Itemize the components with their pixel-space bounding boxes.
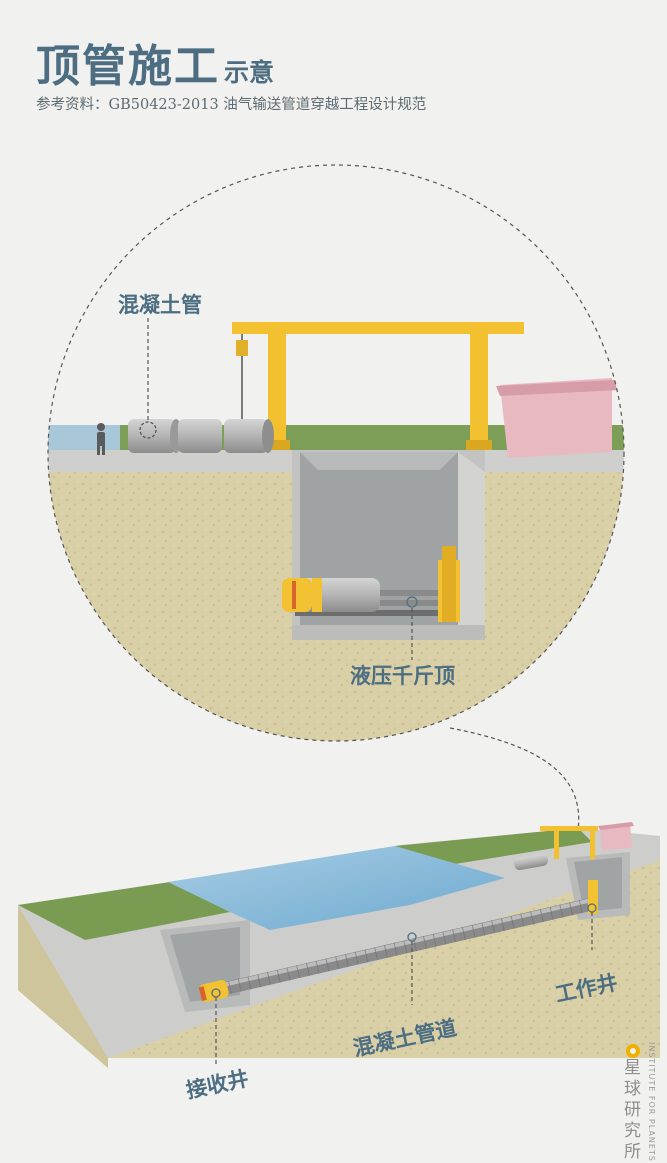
title-sub: 示意 [224, 58, 275, 87]
mini-gantry [540, 826, 598, 859]
rail [295, 610, 455, 616]
grass-right [395, 828, 592, 868]
connector-line [449, 727, 580, 831]
person-figure [97, 423, 105, 455]
page-title: 顶管施工示意 [36, 30, 274, 94]
source-reference: 参考资料：GB50423-2013 油气输送管道穿越工程设计规范 [36, 97, 427, 113]
brand-name-en: INSTITUTE FOR PLANETS [647, 1042, 656, 1162]
water-edge [48, 425, 120, 450]
label-receiving-shaft: 接收井 [184, 1066, 251, 1103]
grass-left [18, 882, 230, 940]
pink-building [500, 378, 612, 458]
jacking-machine [282, 546, 460, 622]
brand-icon [626, 1044, 640, 1058]
detail-circle [47, 164, 625, 742]
title-main: 顶管施工 [36, 41, 220, 92]
river [168, 846, 505, 930]
concrete-pipes-surface [128, 419, 274, 453]
overview-block [18, 822, 660, 1068]
label-hydraulic-jack: 液压千斤顶 [350, 664, 455, 688]
gantry-crane [232, 322, 524, 450]
label-concrete-pipe: 混凝土管 [118, 293, 202, 317]
brand-name: 星球研究所 [624, 1058, 641, 1162]
detail-view [48, 165, 624, 741]
pipeline [203, 897, 599, 999]
